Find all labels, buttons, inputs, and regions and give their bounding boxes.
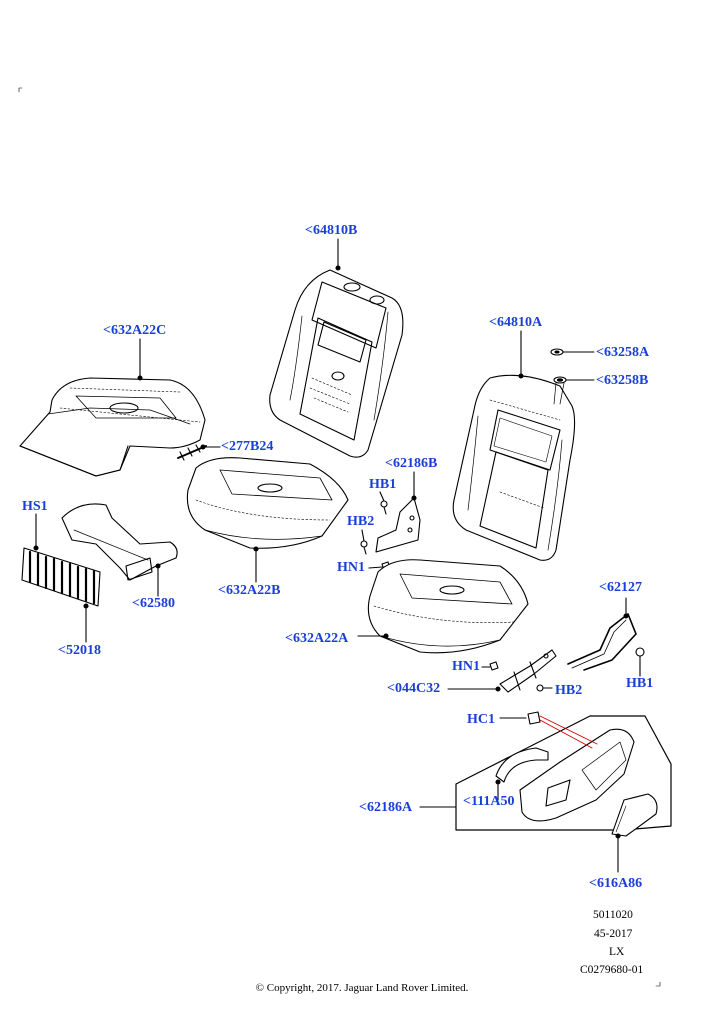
meta-line-4: C0279680-01: [580, 964, 644, 976]
seat-cushion-632A22A[interactable]: [367, 559, 529, 654]
highlight-lines: [539, 715, 598, 749]
crop-mark-bottom-right: [655, 981, 661, 987]
bolt-HB2-upper[interactable]: [360, 540, 368, 555]
callout-62186A[interactable]: <62186A: [359, 800, 413, 815]
callout-HB1-lower[interactable]: HB1: [626, 676, 654, 691]
leader-HN1-upper: [368, 566, 383, 569]
clip-HC1[interactable]: [527, 711, 541, 725]
callout-HC1[interactable]: HC1: [467, 712, 495, 727]
grommet-63258B[interactable]: [553, 376, 567, 405]
callout-HB1-upper[interactable]: HB1: [369, 477, 397, 492]
assembly-outline-62186A: [455, 715, 672, 831]
leader-HB1-upper: [379, 491, 385, 502]
leader-dot-62186B: [411, 495, 417, 501]
seat-cushion-632A22B[interactable]: [186, 457, 349, 549]
heater-mat-52018[interactable]: [21, 547, 101, 607]
leader-dot-632A22A: [383, 633, 389, 639]
leader-dot-044C32: [495, 686, 501, 692]
leader-dot-64810B: [335, 265, 341, 271]
callout-63258B[interactable]: <63258B: [596, 373, 649, 388]
leader-dot-632A22C: [137, 375, 143, 381]
callout-62580[interactable]: <62580: [132, 596, 175, 611]
seat-trim-panel-62186A[interactable]: [519, 728, 635, 822]
callout-52018[interactable]: <52018: [58, 643, 101, 658]
callout-HN1-upper[interactable]: HN1: [337, 560, 365, 575]
leader-dot-64810A: [518, 373, 524, 379]
handle-111A50[interactable]: [495, 747, 549, 783]
bolt-HB2-lower[interactable]: [536, 684, 553, 692]
seat-cushion-632A22C[interactable]: [19, 377, 206, 477]
callout-62186B[interactable]: <62186B: [385, 456, 438, 471]
leader-dot-52018: [83, 603, 89, 609]
leader-dot-616A86: [615, 833, 621, 839]
bolt-HB1-lower[interactable]: [635, 647, 645, 667]
leader-dot-111A50: [495, 779, 501, 785]
callout-HB2-lower[interactable]: HB2: [555, 683, 583, 698]
meta-line-3: LX: [609, 946, 625, 958]
callout-64810A[interactable]: <64810A: [489, 315, 543, 330]
callout-HB2-upper[interactable]: HB2: [347, 514, 375, 529]
callout-616A86[interactable]: <616A86: [589, 876, 643, 891]
bracket-044C32[interactable]: [499, 649, 557, 693]
leader-dot-62127: [623, 613, 629, 619]
trim-cover-616A86[interactable]: [611, 793, 658, 837]
leader-dot-277B24: [200, 444, 206, 450]
bracket-62580[interactable]: [61, 503, 178, 581]
copyright-notice: © Copyright, 2017. Jaguar Land Rover Lim…: [255, 982, 469, 994]
bolt-HB1-upper[interactable]: [380, 500, 388, 515]
callout-277B24[interactable]: <277B24: [221, 439, 274, 454]
callout-044C32[interactable]: <044C32: [387, 681, 441, 696]
meta-line-1: 5011020: [593, 909, 633, 921]
wire-harness-62127[interactable]: [567, 613, 637, 671]
crop-mark-top-left: [18, 87, 23, 93]
grommet-63258A[interactable]: [550, 348, 564, 356]
callout-HN1-lower[interactable]: HN1: [452, 659, 480, 674]
leader-HB2-upper: [361, 529, 365, 542]
seat-back-64810A[interactable]: [452, 374, 576, 561]
callout-632A22C[interactable]: <632A22C: [103, 323, 167, 338]
callout-632A22B[interactable]: <632A22B: [218, 583, 281, 598]
leader-dot-HS1: [33, 545, 39, 551]
callout-HS1[interactable]: HS1: [22, 499, 48, 514]
callout-632A22A[interactable]: <632A22A: [285, 631, 349, 646]
callout-64810B[interactable]: <64810B: [305, 223, 358, 238]
leader-dot-62580: [155, 563, 161, 569]
callout-63258A[interactable]: <63258A: [596, 345, 650, 360]
nut-HN1-lower[interactable]: [489, 661, 499, 671]
meta-line-2: 45-2017: [594, 928, 633, 940]
bracket-62186B[interactable]: [375, 497, 421, 553]
callout-111A50[interactable]: <111A50: [463, 794, 515, 809]
leader-dot-632A22B: [253, 546, 259, 552]
seat-back-64810B[interactable]: [269, 269, 404, 458]
callout-62127[interactable]: <62127: [599, 580, 642, 595]
